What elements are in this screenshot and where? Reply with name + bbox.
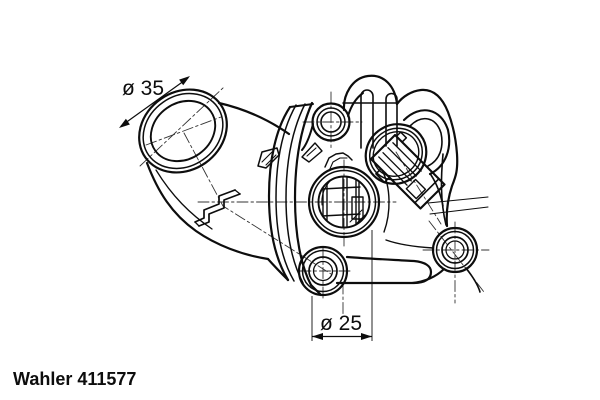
inlet-pipe — [138, 88, 291, 261]
sensor-connector — [364, 109, 489, 215]
hose-bead-step-lower — [198, 193, 241, 227]
left-boss-outer — [297, 245, 349, 297]
flange-arc-2 — [275, 104, 297, 282]
inlet-opening-outer-ring — [138, 88, 228, 174]
opening-mid-ring — [311, 169, 377, 235]
flange-top-cap — [289, 103, 314, 108]
inlet-opening-bore — [149, 99, 217, 163]
right-boss-lower-join — [410, 267, 446, 285]
inlet-opening-rim — [142, 92, 224, 170]
right-outline — [395, 88, 459, 228]
hose-bead-step-upper — [194, 189, 236, 223]
left-boss-hole — [308, 256, 338, 286]
dim35-arrow-upper — [179, 76, 190, 86]
dim35-arrow-lower — [119, 118, 130, 128]
body-surface-curve — [381, 169, 390, 233]
right-boss-corner-line — [465, 267, 481, 293]
connector-base-tab — [395, 131, 408, 143]
flange-top-wedge-hatch — [306, 147, 317, 157]
dim35-label: ø 35 — [122, 77, 164, 100]
top-boss-mid — [316, 107, 346, 137]
flange-arc-1 — [267, 105, 292, 282]
housing-body — [297, 88, 481, 297]
bleed-valve-silhouette — [324, 152, 353, 168]
element-block — [351, 196, 364, 220]
flange-pipe-bottom-join — [266, 257, 290, 282]
connector-side-line-2 — [429, 206, 489, 215]
housing-flange — [266, 101, 323, 297]
clamp-ear-hatch — [261, 151, 277, 166]
opening-outer-ring — [307, 165, 381, 239]
right-boss-outer — [431, 226, 479, 274]
dim25-arrow-right — [361, 333, 372, 340]
connector-tip-detail — [405, 178, 427, 200]
right-boss-hole — [441, 236, 469, 264]
sensor-ring-mid — [368, 127, 424, 181]
pipe-axis-centerline — [183, 132, 332, 275]
thermostat-opening — [307, 152, 390, 239]
right-arm-inner-line — [440, 153, 447, 226]
top-boss-pedestal-left — [301, 123, 314, 151]
top-boss-hole — [320, 111, 342, 133]
dimension-outlet-diameter: ø 25 — [311, 230, 373, 341]
bleed-valve-silhouette-inner — [328, 157, 348, 172]
sensor-ring-outer — [364, 123, 428, 185]
pipe-top-edge — [217, 101, 291, 136]
sensor-ring-inner — [372, 131, 420, 177]
web-to-right-boss — [385, 239, 434, 249]
connector-latch-tab — [375, 168, 391, 184]
flange-arc-3 — [285, 103, 306, 284]
opening-bore — [317, 175, 371, 229]
bottom-bar — [335, 255, 433, 285]
upper-housing — [301, 74, 399, 151]
dim25-label: ø 25 — [320, 312, 362, 335]
dome-slot-1 — [360, 89, 374, 149]
left-boss-mid — [301, 249, 345, 293]
loop-to-arm-join — [430, 174, 444, 207]
dimension-inlet-diameter: ø 35 — [119, 76, 190, 128]
element-seat-arc — [321, 180, 331, 206]
element-tie — [321, 186, 361, 190]
part-number-caption: Wahler 411577 — [13, 369, 136, 389]
inlet-major-axis-centerline — [145, 116, 222, 146]
connector-pin-lines — [378, 142, 422, 186]
inlet-minor-axis-centerline — [139, 86, 225, 167]
dim35-line — [120, 77, 189, 127]
flange-top-wedge — [301, 142, 323, 163]
pipe-inner-wall-line — [155, 169, 213, 230]
top-boss-outer — [311, 102, 351, 142]
dim25-arrow-left — [312, 333, 323, 340]
dome-slot-2 — [385, 92, 398, 147]
left-boss-hole-inner — [312, 260, 334, 282]
pipe-bottom-edge — [145, 161, 270, 261]
dome-outline — [342, 74, 399, 112]
connector-side-line-1 — [427, 196, 489, 204]
clamp-ear-bracket — [257, 147, 280, 169]
right-boss-hole-inner — [445, 240, 465, 260]
connector-plug-body — [369, 133, 446, 210]
hose-bead-end-ticks — [194, 189, 241, 227]
right-boss-mid — [435, 230, 475, 270]
wire-clip-loop-inner — [409, 117, 443, 167]
element-tie — [321, 213, 361, 217]
